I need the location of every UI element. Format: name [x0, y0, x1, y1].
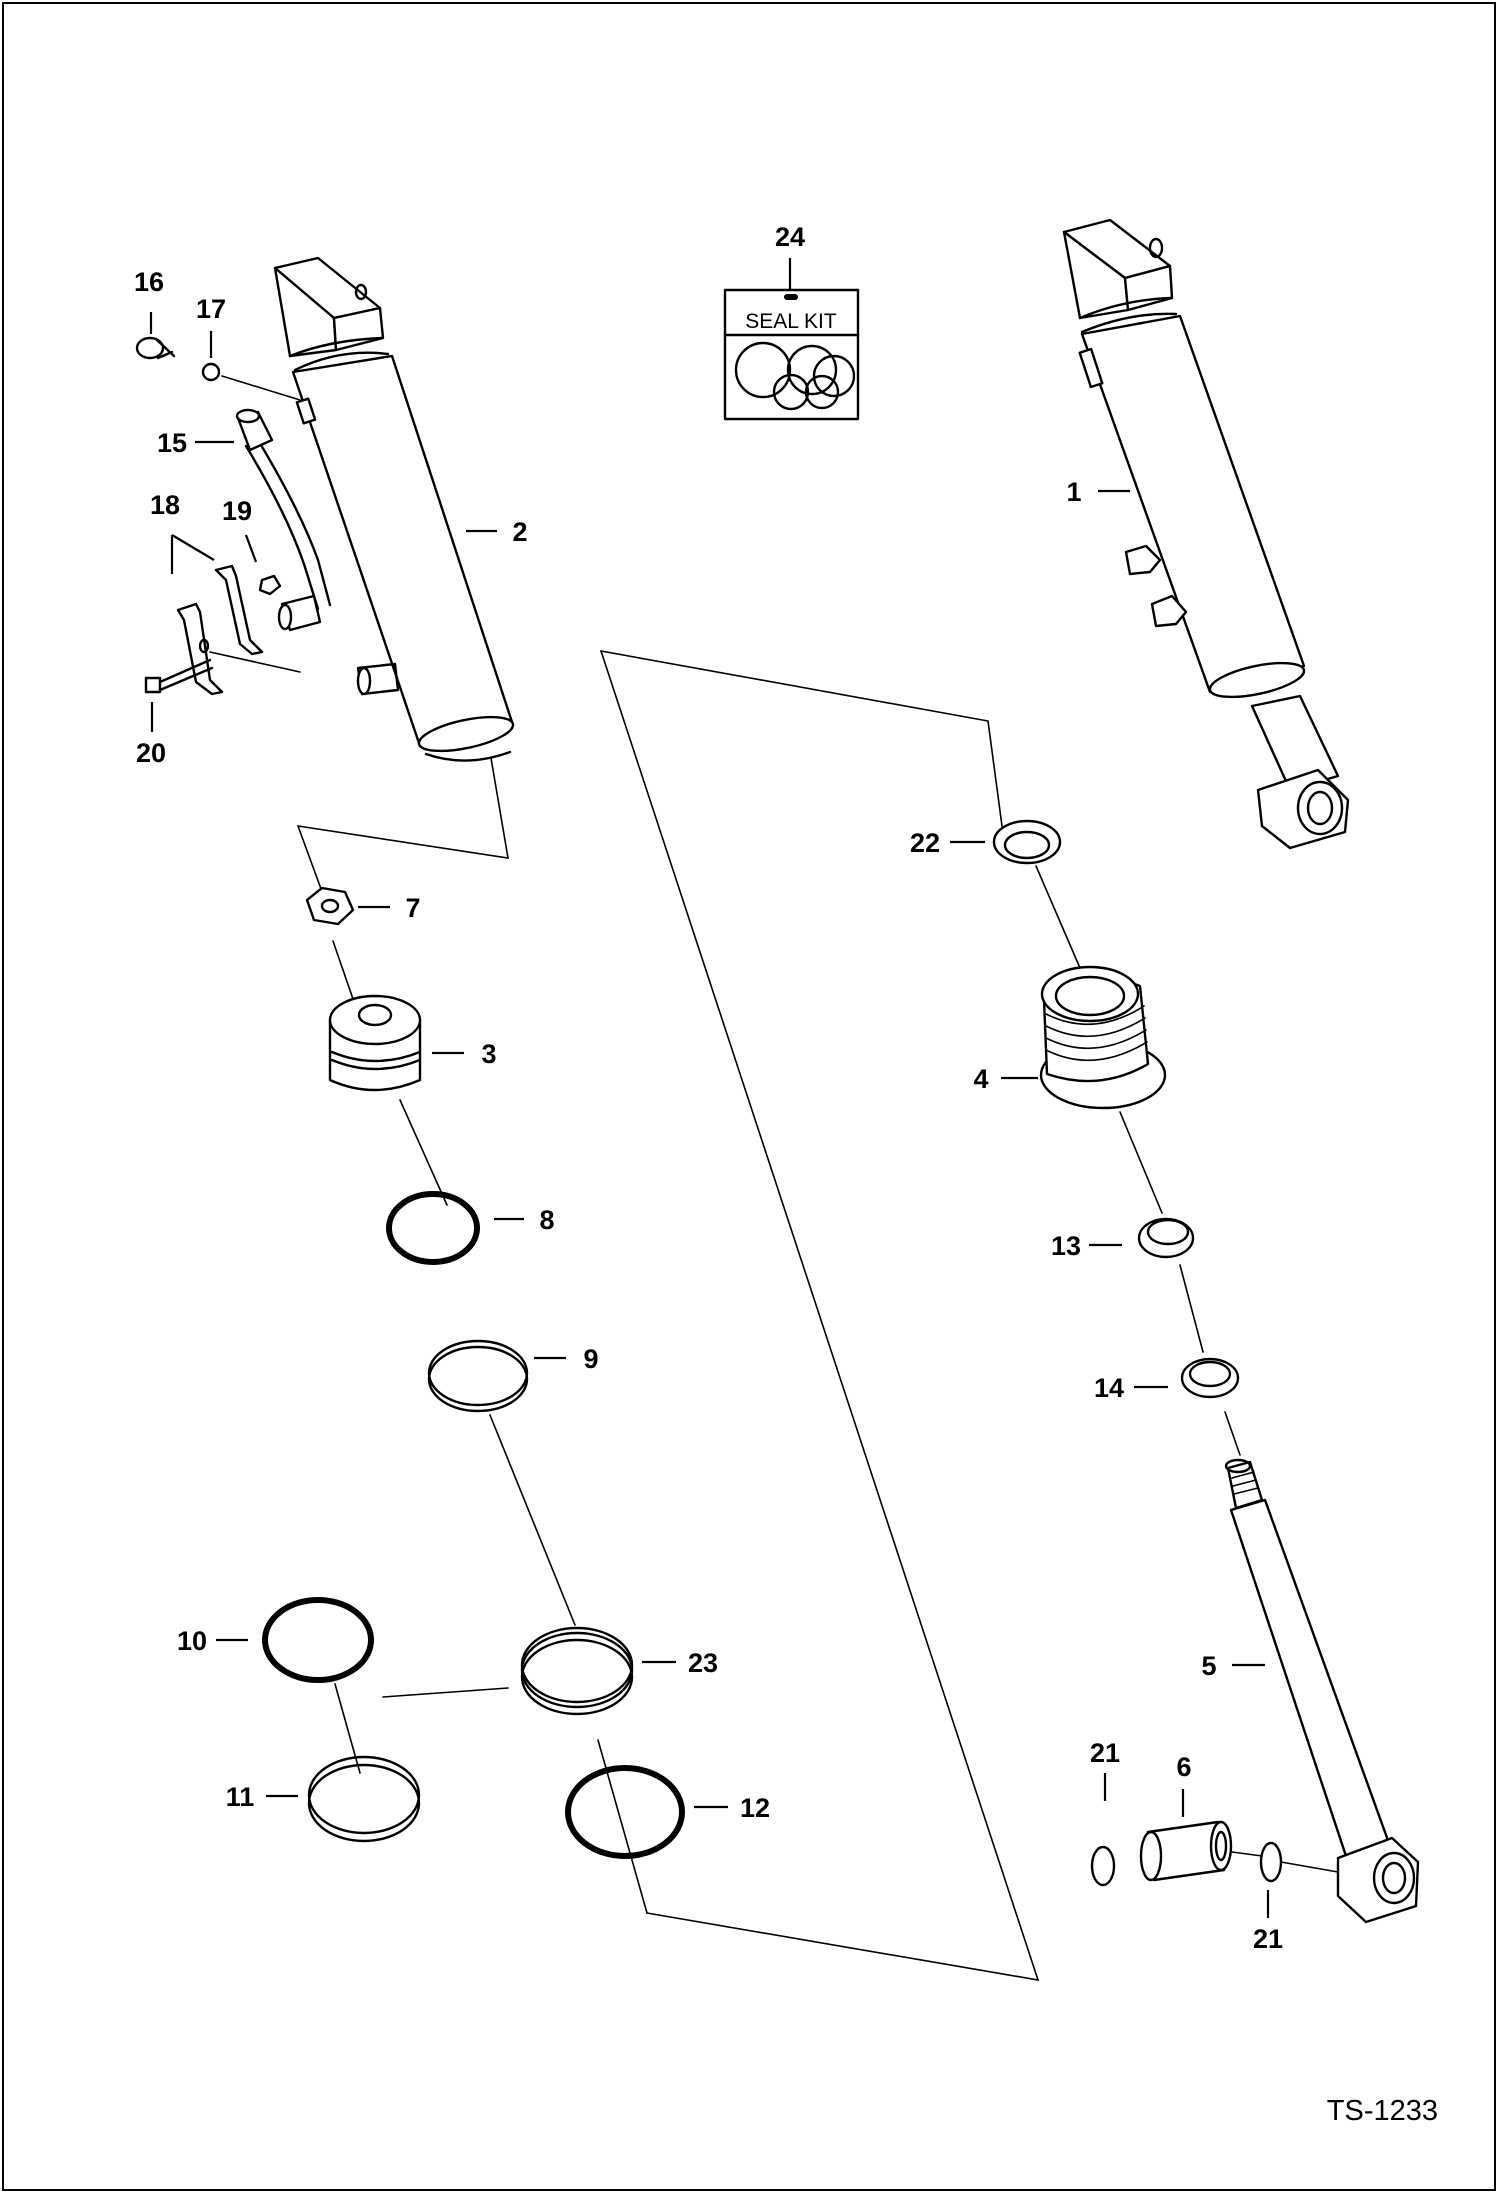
callout-23: 23 [688, 1648, 718, 1678]
callout-7: 7 [405, 893, 420, 923]
callout-11: 11 [226, 1782, 255, 1812]
callout-18: 18 [150, 490, 180, 520]
callout-10: 10 [177, 1626, 207, 1656]
part-5-piston-rod [1224, 1458, 1420, 1924]
callout-2: 2 [512, 517, 527, 547]
part-12-o-ring [565, 1765, 685, 1859]
part-18-clamp-set [176, 564, 264, 696]
part-8-o-ring [386, 1191, 480, 1265]
part-14-wiper-seal [1180, 1357, 1240, 1399]
part-22-wiper [992, 819, 1062, 865]
callout-19: 19 [222, 496, 252, 526]
callout-20: 20 [136, 738, 166, 768]
part-11-backup-ring [307, 1755, 421, 1843]
explode-connector-lines [297, 650, 1241, 1982]
sheet-reference: TS-1233 [1327, 2095, 1438, 2127]
callout-9: 9 [583, 1344, 598, 1374]
part-4-rod-gland [1039, 965, 1167, 1110]
part-16-fitting [135, 336, 176, 360]
part-21-washer-left [1090, 1845, 1116, 1887]
part-7-nut [305, 886, 355, 926]
callout-leader-lines [149, 258, 1270, 1918]
part-20-bolt [144, 658, 214, 694]
callout-numbers: 24 16 17 15 18 19 20 2 1 22 7 3 4 8 13 9… [134, 222, 1283, 1954]
callout-3: 3 [481, 1039, 496, 1069]
part-17-o-ring [201, 362, 221, 382]
part-23-wear-ring [520, 1626, 634, 1716]
part-9-piston-ring [427, 1339, 529, 1413]
part-13-rod-seal [1137, 1217, 1195, 1259]
callout-22: 22 [910, 828, 940, 858]
callout-8: 8 [539, 1205, 554, 1235]
callout-24: 24 [775, 222, 805, 252]
part-2-cylinder-barrel [273, 256, 515, 762]
callout-6: 6 [1176, 1752, 1191, 1782]
callout-5: 5 [1201, 1651, 1216, 1681]
part-1-cylinder-assembly [1062, 218, 1350, 850]
seal-kit-label: SEAL KIT [745, 310, 837, 333]
part-19-nut [258, 574, 282, 596]
callout-21-bottom: 21 [1253, 1924, 1283, 1954]
callout-4: 4 [973, 1064, 988, 1094]
part-21-washer-right [1259, 1841, 1283, 1883]
callout-14: 14 [1094, 1373, 1124, 1403]
callout-15: 15 [157, 428, 187, 458]
callout-12: 12 [740, 1793, 770, 1823]
callout-13: 13 [1051, 1231, 1081, 1261]
part-3-piston [328, 994, 422, 1092]
part-10-o-ring [262, 1597, 374, 1683]
part-6-bushing [1139, 1820, 1233, 1882]
callout-1: 1 [1066, 477, 1081, 507]
part-24-seal-kit-card: SEAL KIT [723, 288, 860, 421]
callout-16: 16 [134, 267, 164, 297]
callout-21-top: 21 [1090, 1738, 1120, 1768]
callout-17: 17 [196, 294, 226, 324]
part-15-hydraulic-tube [235, 408, 332, 632]
